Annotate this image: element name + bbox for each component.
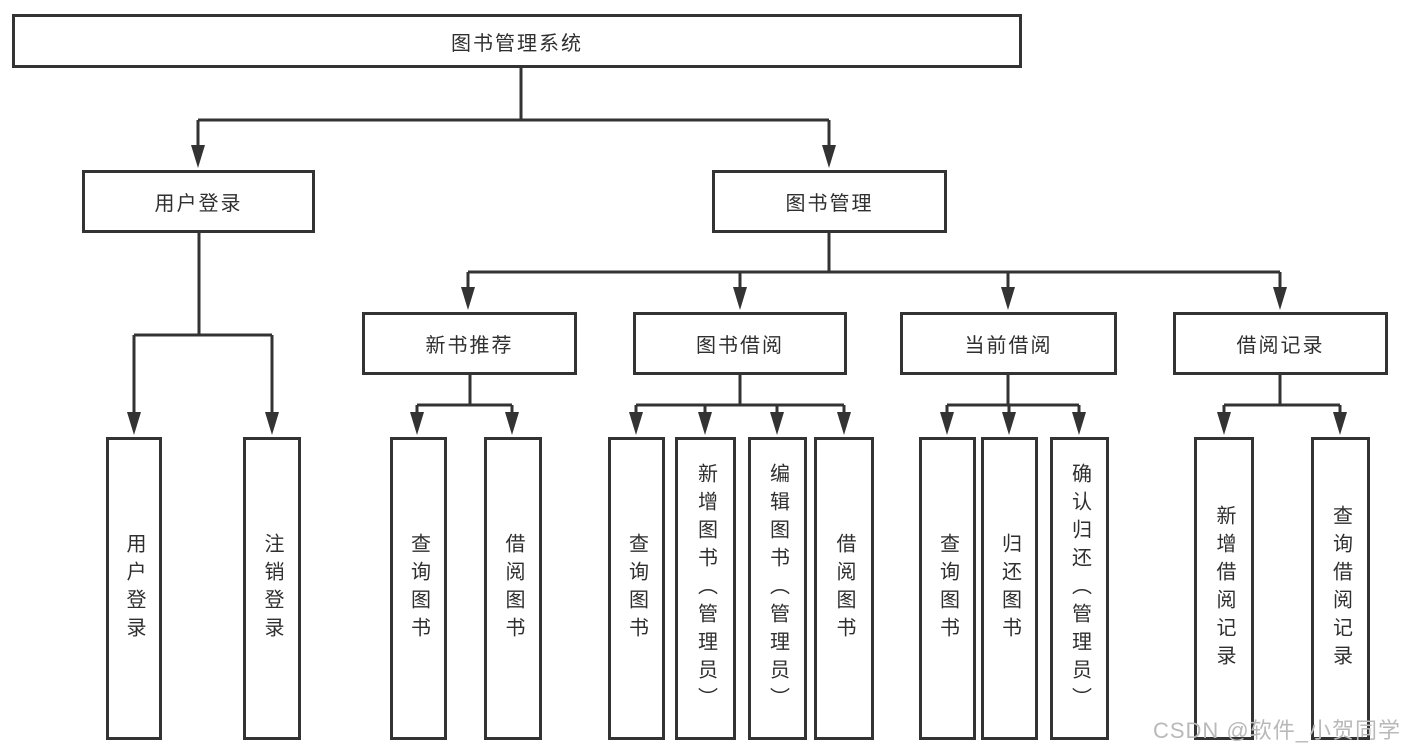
connector-user-login — [132, 233, 274, 417]
leaf-return-books: 归还图书 — [981, 437, 1038, 740]
leaf-label: 查询图书 — [625, 532, 648, 645]
leaf-label: 归还图书 — [998, 532, 1021, 645]
leaf-query-books-borrowing: 查询图书 — [608, 437, 665, 740]
arrowhead — [505, 412, 519, 435]
leaf-query-books-current: 查询图书 — [919, 437, 976, 740]
leaf-label: 新增借阅记录 — [1213, 504, 1235, 673]
arrowhead — [822, 145, 836, 168]
arrowhead — [1217, 412, 1231, 435]
connector-current — [945, 375, 1081, 417]
node-book-borrowing: 图书借阅 — [633, 312, 847, 375]
arrowhead — [461, 287, 475, 310]
leaf-label: 确认归还（管理员） — [1068, 462, 1091, 715]
node-borrowing-records: 借阅记录 — [1173, 312, 1388, 375]
arrowhead — [629, 412, 643, 435]
node-root: 图书管理系统 — [12, 14, 1022, 68]
arrowhead — [1002, 412, 1016, 435]
leaf-borrow-books-recommend: 借阅图书 — [484, 437, 542, 740]
leaf-add-books-admin: 新增图书（管理员） — [675, 437, 736, 740]
connector-book-management — [466, 233, 1282, 292]
arrowhead — [940, 412, 954, 435]
connector-borrowing — [634, 375, 846, 417]
leaf-label: 用户登录 — [123, 532, 145, 645]
arrowhead — [1273, 287, 1287, 310]
leaf-user-login: 用户登录 — [106, 437, 162, 740]
leaf-confirm-return-admin: 确认归还（管理员） — [1050, 437, 1109, 740]
leaf-logout: 注销登录 — [243, 437, 301, 740]
leaf-label: 新增图书（管理员） — [694, 462, 717, 715]
leaf-query-borrow-record: 查询借阅记录 — [1311, 437, 1370, 740]
leaf-label: 编辑图书（管理员） — [766, 462, 789, 715]
leaf-label: 查询借阅记录 — [1329, 504, 1352, 673]
leaf-add-borrow-record: 新增借阅记录 — [1194, 437, 1254, 740]
connector-root — [196, 68, 831, 150]
leaf-label: 查询图书 — [936, 532, 959, 645]
leaf-borrow-books: 借阅图书 — [814, 437, 874, 740]
leaf-label: 注销登录 — [261, 532, 283, 645]
watermark-text: CSDN @软件_小贺同学 — [1152, 718, 1401, 743]
node-new-book-recommendation: 新书推荐 — [362, 312, 577, 375]
node-current-borrowing: 当前借阅 — [900, 312, 1117, 375]
arrowhead — [410, 412, 424, 435]
connector-records — [1222, 375, 1342, 417]
leaf-label: 借阅图书 — [502, 532, 524, 645]
arrowhead — [837, 412, 851, 435]
leaf-query-books-recommend: 查询图书 — [390, 437, 447, 740]
leaf-label: 借阅图书 — [833, 532, 855, 645]
node-user-login: 用户登录 — [82, 170, 315, 233]
arrowhead — [1001, 287, 1015, 310]
arrowhead — [265, 412, 279, 435]
arrowhead — [191, 145, 205, 168]
arrowhead — [698, 412, 712, 435]
leaf-edit-books-admin: 编辑图书（管理员） — [748, 437, 807, 740]
arrowhead — [770, 412, 784, 435]
leaf-label: 查询图书 — [407, 532, 430, 645]
connector-recommendation — [415, 375, 514, 417]
node-book-management: 图书管理 — [712, 170, 947, 233]
arrowhead — [1333, 412, 1347, 435]
arrowhead — [1072, 412, 1086, 435]
arrowhead — [127, 412, 141, 435]
arrowhead — [733, 287, 747, 310]
